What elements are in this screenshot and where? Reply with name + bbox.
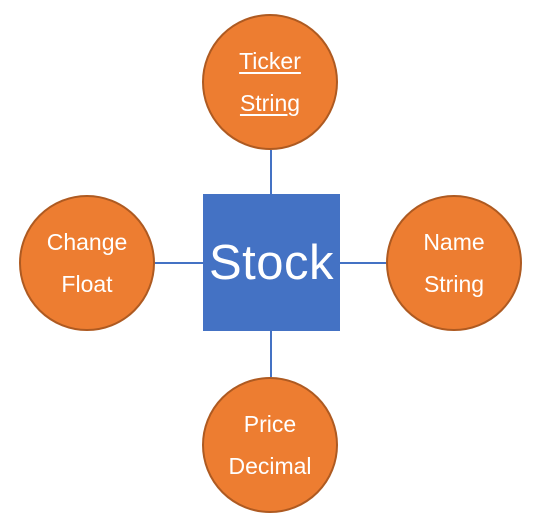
attribute-type: Float: [61, 271, 113, 297]
attribute-name-field: Name String: [386, 195, 522, 331]
entity-name: Stock: [208, 235, 335, 290]
connector-ticker: [270, 150, 272, 194]
connector-price: [270, 331, 272, 377]
attribute-type: String: [239, 90, 301, 116]
entity-stock: Stock: [203, 194, 340, 331]
attribute-type: Decimal: [228, 453, 312, 479]
attribute-name: Ticker: [239, 48, 301, 74]
attribute-ticker: Ticker String: [202, 14, 338, 150]
attribute-change: Change Float: [19, 195, 155, 331]
attribute-price: Price Decimal: [202, 377, 338, 513]
attribute-name: Name: [423, 229, 485, 255]
attribute-name: Change: [46, 229, 128, 255]
attribute-type: String: [423, 271, 485, 297]
connector-change: [155, 262, 203, 264]
attribute-name: Price: [243, 411, 297, 437]
connector-name: [340, 262, 386, 264]
